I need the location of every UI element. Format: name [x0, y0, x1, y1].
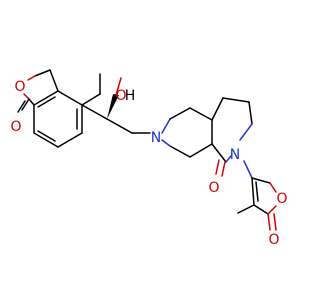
bond — [21, 98, 30, 111]
bond — [221, 161, 226, 177]
bond — [169, 145, 191, 158]
bond — [115, 77, 122, 96]
bond — [189, 107, 213, 121]
bond — [161, 139, 171, 147]
bond — [267, 213, 271, 231]
bond — [251, 177, 271, 184]
bond — [57, 132, 83, 148]
bond — [27, 75, 36, 81]
bond — [215, 159, 220, 175]
bond — [269, 182, 277, 193]
atom-o: O — [10, 119, 21, 135]
bond — [37, 130, 56, 142]
molecule-canvas: O O O H N N O — [10, 69, 288, 248]
atom-o: O — [115, 88, 126, 104]
atom-n: N — [151, 130, 161, 146]
bond — [273, 213, 277, 231]
phthalide-fragment: O O — [10, 69, 101, 148]
spiro-core: N N O — [151, 97, 253, 196]
bond — [17, 100, 26, 113]
structure-diagram: O O O H N N O — [10, 69, 288, 248]
bond — [57, 90, 83, 106]
atom-o: O — [268, 232, 279, 248]
bond — [37, 96, 56, 108]
hydroxy-linker: O H — [81, 77, 151, 134]
atom-h: H — [125, 88, 136, 104]
bond — [34, 69, 51, 77]
bond — [225, 155, 232, 163]
bond — [23, 93, 30, 100]
bond — [106, 118, 133, 134]
bond — [251, 177, 255, 206]
bond — [267, 205, 277, 215]
bond — [33, 132, 59, 148]
bond — [81, 104, 108, 120]
bond — [33, 90, 59, 106]
bond — [255, 181, 259, 202]
stereo-wedge-bond — [107, 94, 119, 119]
atom-n: N — [230, 147, 240, 163]
bond — [211, 97, 224, 121]
bond — [248, 101, 253, 125]
bond — [239, 123, 253, 141]
bond — [81, 93, 101, 106]
bond — [161, 118, 171, 134]
bond — [169, 107, 191, 120]
bond — [189, 143, 213, 158]
bond — [253, 204, 269, 215]
atom-o: O — [276, 191, 287, 207]
atom-o: O — [208, 180, 219, 196]
bond — [243, 160, 253, 179]
bond — [211, 143, 227, 163]
bond — [222, 97, 250, 103]
bond — [49, 69, 59, 92]
bond — [28, 98, 35, 106]
bond — [237, 204, 255, 214]
atom-o: O — [14, 79, 25, 95]
furanone-fragment: O O — [237, 160, 288, 248]
